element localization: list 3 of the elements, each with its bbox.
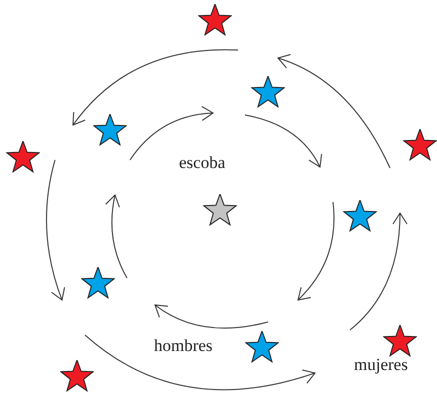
star-label: escoba	[179, 154, 226, 172]
star-label: hombres	[154, 337, 213, 355]
star-label: mujeres	[354, 356, 408, 374]
